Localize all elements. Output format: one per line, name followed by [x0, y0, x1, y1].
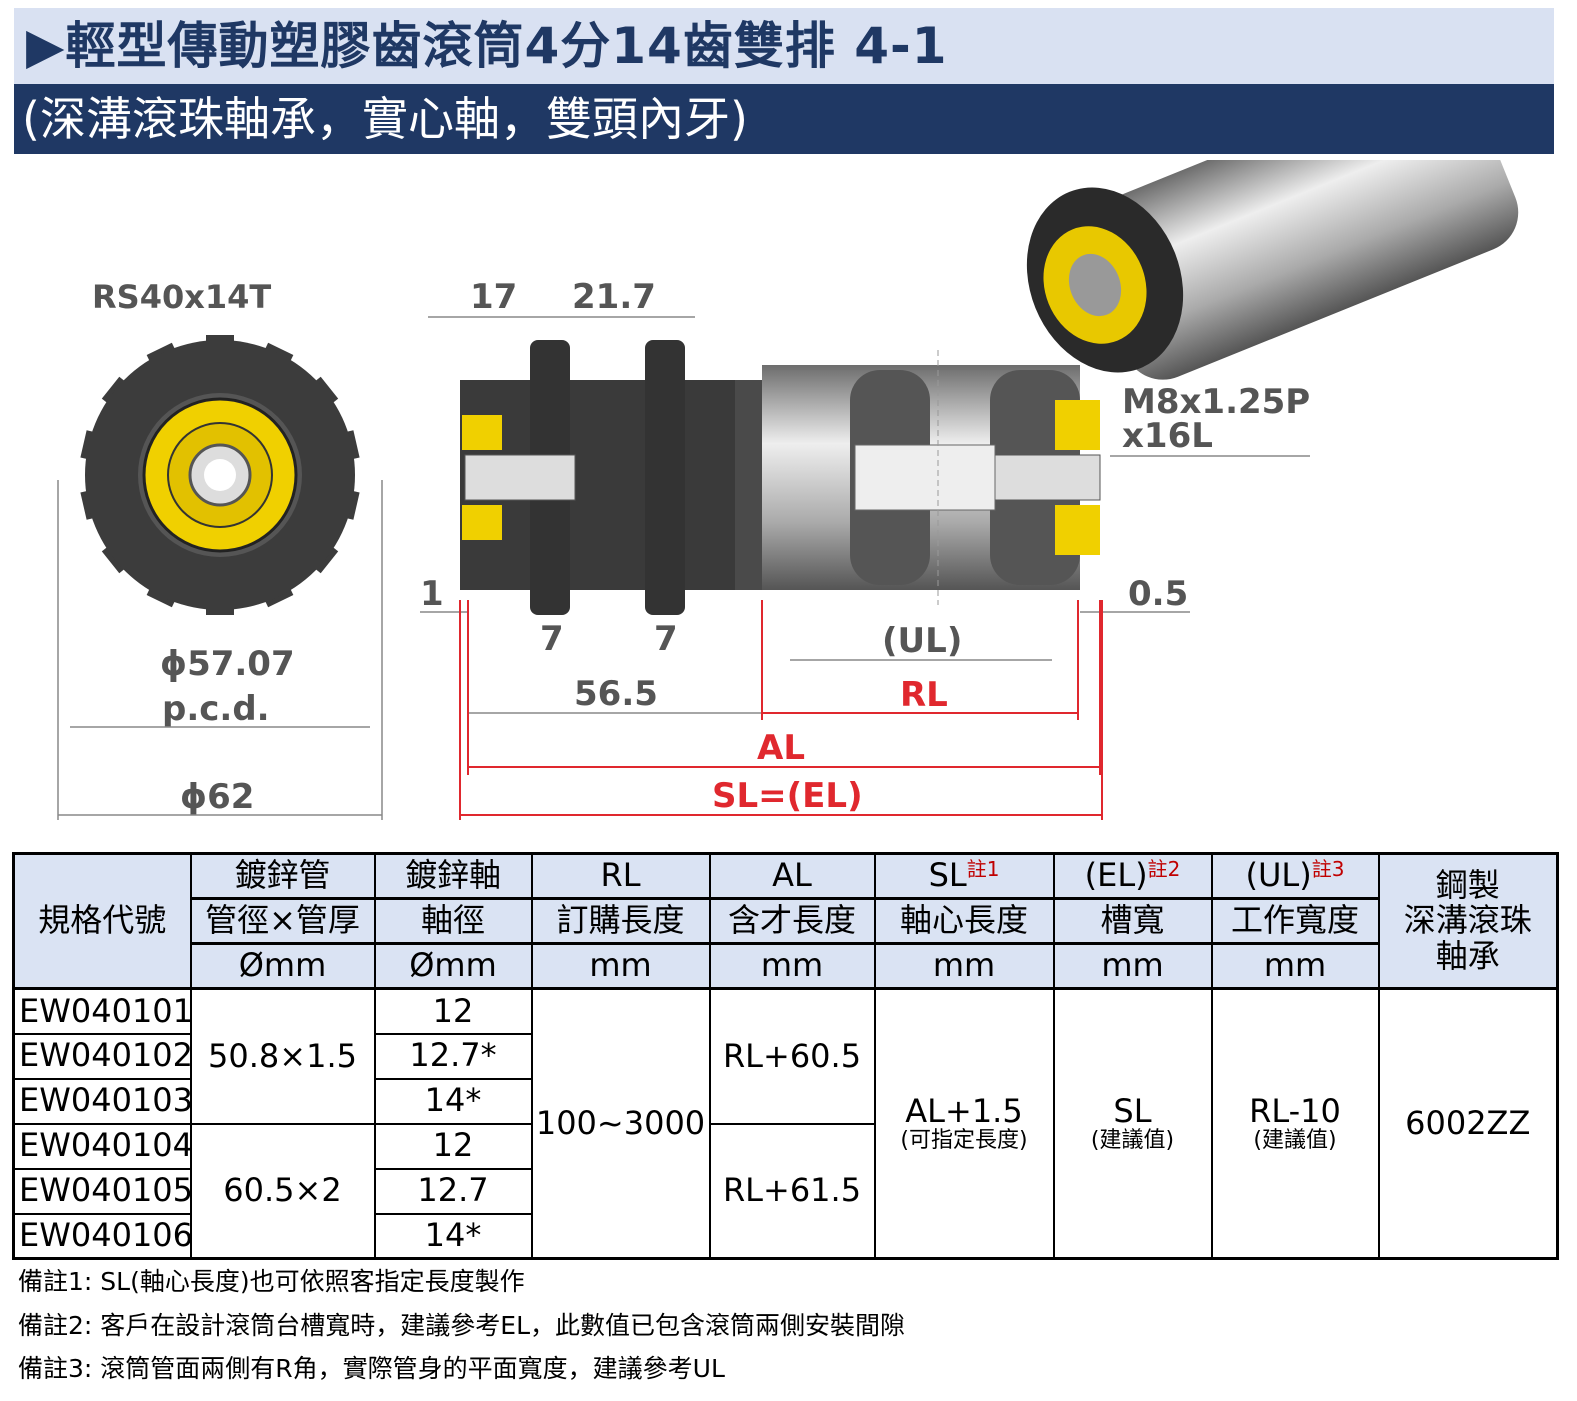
dim-1: 1: [420, 574, 444, 614]
cell-shaft: 14*: [373, 1212, 533, 1260]
page-subtitle: (深溝滾珠軸承，實心軸，雙頭內牙): [14, 84, 1554, 154]
cell-ul: RL-10(建議值): [1210, 987, 1380, 1260]
header-el: (EL)註2: [1052, 852, 1213, 900]
table-row: EW040102 12.7*: [12, 1032, 1558, 1080]
rl-label: RL: [900, 675, 948, 715]
cell-shaft: 12.7*: [373, 1032, 533, 1080]
cell-code: EW040105: [12, 1167, 193, 1215]
technical-drawing: RS40x14T ϕ57.07 p.c.d. ϕ62 17 21.7 1 7 7…: [57, 160, 1519, 820]
header-shaft-sub: 軸徑: [373, 897, 533, 945]
sl-label: SL=(EL): [712, 776, 863, 816]
header-el-text: (EL): [1084, 856, 1148, 895]
cell-shaft: 12.7: [373, 1167, 533, 1215]
cell-al: RL+61.5: [708, 1122, 876, 1260]
table-row: EW040103 14*: [12, 1077, 1558, 1125]
header-rl: RL: [530, 852, 711, 900]
sprocket-label: RS40x14T: [92, 278, 271, 316]
dim-7-a: 7: [540, 619, 564, 659]
cell-pipe: 60.5×2: [189, 1122, 376, 1260]
table-row: EW040106 14*: [12, 1212, 1558, 1260]
cell-al: RL+60.5: [708, 987, 876, 1125]
cell-el: SL(建議值): [1052, 987, 1213, 1260]
sl-value: AL+1.5: [905, 1091, 1023, 1130]
header-bearing-3: 軸承: [1435, 936, 1500, 975]
cell-code: EW040104: [12, 1122, 193, 1170]
note-ref-3: 註3: [1311, 857, 1345, 882]
cell-shaft: 12: [373, 1122, 533, 1170]
pcd-label: ϕ57.07: [160, 644, 295, 684]
header-rl-sub: 訂購長度: [530, 897, 711, 945]
header-sl-sub: 軸心長度: [873, 897, 1055, 945]
cell-sl: AL+1.5(可指定長度): [873, 987, 1055, 1260]
cell-shaft: 12: [373, 987, 533, 1035]
ul-value: RL-10: [1249, 1091, 1341, 1130]
dim-17: 17: [470, 277, 517, 317]
cell-code: EW040101: [12, 987, 193, 1035]
cell-code: EW040106: [12, 1212, 193, 1260]
el-note: (建議值): [1090, 1128, 1175, 1153]
note-2: 備註2: 客戶在設計滾筒台槽寬時，建議參考EL，此數值已包含滾筒兩側安裝間隙: [18, 1311, 906, 1340]
note-ref-2: 註2: [1147, 857, 1181, 882]
header-code: 規格代號: [12, 852, 192, 990]
header-shaft: 鍍鋅軸: [373, 852, 533, 900]
cell-rl: 100~3000: [530, 987, 711, 1260]
unit-rl: mm: [530, 942, 711, 990]
table-row: EW040101 50.8×1.5 12 100~3000 RL+60.5 AL…: [12, 987, 1559, 1260]
sl-note: (可指定長度): [900, 1128, 1028, 1153]
note-ref-1: 註1: [966, 857, 1000, 882]
header-sl: SL註1: [873, 852, 1055, 900]
ul-note: (建議值): [1253, 1128, 1337, 1153]
header-el-sub: 槽寬: [1052, 897, 1213, 945]
table-row: EW040105 12.7: [12, 1167, 1558, 1215]
dim-0-5: 0.5: [1128, 574, 1188, 614]
dim-7-b: 7: [654, 619, 678, 659]
header-pipe: 鍍鋅管: [189, 852, 376, 900]
header-al: AL: [708, 852, 876, 900]
header-sl-text: SL: [928, 856, 967, 895]
cell-code: EW040103: [12, 1077, 193, 1125]
header-pipe-sub: 管徑×管厚: [189, 897, 376, 945]
dim-21-7: 21.7: [572, 277, 656, 317]
unit-shaft: Ømm: [373, 942, 533, 990]
header-al-sub: 含才長度: [708, 897, 876, 945]
cell-code: EW040102: [12, 1032, 193, 1080]
thread-spec-1: M8x1.25P: [1122, 382, 1310, 422]
header-ul-sub: 工作寬度: [1210, 897, 1380, 945]
note-1: 備註1: SL(軸心長度)也可依照客指定長度製作: [18, 1267, 525, 1296]
roller-render-image: [1026, 160, 1519, 380]
unit-al: mm: [708, 942, 876, 990]
page-title: ▶輕型傳動塑膠齒滾筒4分14齒雙排 4-1: [14, 8, 1554, 84]
note-3: 備註3: 滾筒管面兩側有R角，實際管身的平面寬度，建議參考UL: [18, 1354, 725, 1383]
el-value: SL: [1113, 1091, 1152, 1130]
cell-pipe: 50.8×1.5: [189, 987, 376, 1125]
header-ul: (UL)註3: [1210, 852, 1380, 900]
ul-label: (UL): [882, 621, 962, 661]
outer-dia-label: ϕ62: [180, 777, 254, 817]
header-ul-text: (UL): [1245, 856, 1312, 895]
unit-pipe: Ømm: [189, 942, 376, 990]
spec-table: 規格代號 鍍鋅管 鍍鋅軸 RL AL SL註1 (EL)註2 (UL)註3 鋼製…: [12, 852, 1559, 1260]
dim-56-5: 56.5: [574, 674, 658, 714]
unit-sl: mm: [873, 942, 1055, 990]
header-bearing-1: 鋼製: [1435, 866, 1500, 905]
pcd-unit-label: p.c.d.: [162, 689, 270, 729]
header-bearing-2: 深溝滾珠: [1403, 901, 1532, 940]
unit-el: mm: [1052, 942, 1213, 990]
header-bearing: 鋼製深溝滾珠軸承: [1377, 852, 1559, 990]
thread-spec-2: x16L: [1122, 416, 1213, 456]
al-label: AL: [757, 728, 805, 768]
roller-section-view: [460, 340, 1101, 615]
unit-ul: mm: [1210, 942, 1380, 990]
cell-shaft: 14*: [373, 1077, 533, 1125]
sprocket-front-view: [80, 335, 360, 615]
cell-bearing: 6002ZZ: [1377, 987, 1559, 1260]
